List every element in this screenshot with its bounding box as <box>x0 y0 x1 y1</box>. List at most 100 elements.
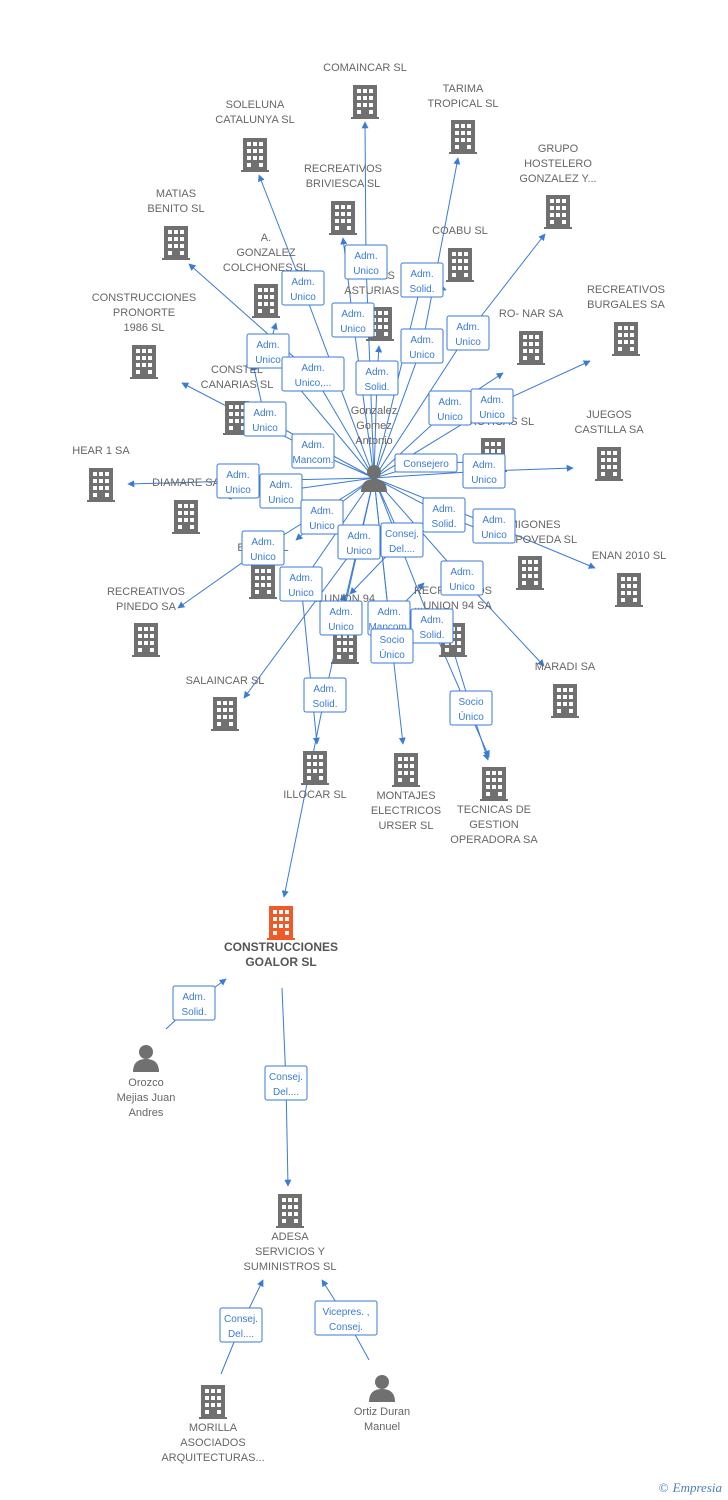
role-label-text: Adm. <box>472 460 495 471</box>
role-label[interactable]: Adm.Solid. <box>355 360 399 396</box>
role-label[interactable]: Adm.Solid. <box>172 985 216 1021</box>
role-label[interactable]: Adm.Unico <box>279 566 323 602</box>
company-node[interactable]: ADESA SERVICIOS Y SUMINISTROS SL <box>244 1194 337 1273</box>
role-label[interactable]: Adm.Unico <box>259 473 303 509</box>
role-label[interactable]: Adm.Unico <box>428 390 472 426</box>
company-node[interactable]: MORILLAASOCIADOSARQUITECTURAS... <box>161 1385 265 1464</box>
company-node[interactable]: COABU SL <box>432 225 488 282</box>
role-label-text: Adm. <box>420 615 443 626</box>
company-node[interactable]: RO- NAR SA <box>499 308 564 365</box>
role-label[interactable]: Adm.Unico <box>331 302 375 338</box>
node-label: SERVICIOS Y <box>255 1246 326 1258</box>
node-label: MORILLA <box>189 1422 238 1434</box>
role-label[interactable]: Adm.Unico <box>470 388 514 424</box>
node-label: ADESA <box>271 1231 309 1243</box>
role-label-text: Adm. <box>341 309 364 320</box>
role-label[interactable]: Adm.Solid. <box>400 262 444 298</box>
role-label[interactable]: Adm.Unico,... <box>281 356 345 392</box>
role-label[interactable]: Adm. Solid. <box>410 608 454 644</box>
role-label[interactable]: Consejero <box>394 453 458 473</box>
role-label-text: Socio <box>379 635 404 646</box>
role-label-text: Solid. <box>419 630 444 641</box>
role-label[interactable]: Adm.Unico <box>319 600 363 636</box>
role-label[interactable]: Adm.Mancom. <box>291 433 335 469</box>
role-label-box <box>259 473 303 509</box>
company-node[interactable]: COMAINCAR SL <box>323 62 407 119</box>
role-label[interactable]: Consej.Del.... <box>219 1307 263 1343</box>
role-label-text: Unico <box>252 423 278 434</box>
brand-logo: Empresia <box>672 1480 722 1495</box>
role-label-text: Unico <box>328 622 354 633</box>
role-label[interactable]: Vicepres. ,Consej. <box>314 1300 378 1336</box>
role-label[interactable]: Consej.Del.... <box>380 522 424 558</box>
node-label: HOSTELERO <box>524 158 592 170</box>
role-label-text: Adm. <box>310 506 333 517</box>
role-label[interactable]: Adm.Solid. <box>303 677 347 713</box>
node-label: JUEGOS <box>586 409 631 421</box>
node-label: TROPICAL SL <box>427 98 498 110</box>
role-label-text: Adm. <box>313 684 336 695</box>
role-label-text: Consej. <box>224 1314 258 1325</box>
role-label[interactable]: Adm.Solid. <box>422 497 466 533</box>
role-label[interactable]: Adm.Unico <box>281 270 325 306</box>
role-label-text: Unico <box>353 266 379 277</box>
role-label[interactable]: Consej.Del.... <box>264 1065 308 1101</box>
role-label-text: Socio <box>458 697 483 708</box>
role-label-text: Del.... <box>389 544 415 555</box>
company-node[interactable]: ILLOCAR SL <box>283 751 347 801</box>
node-label: SUMINISTROS SL <box>244 1261 337 1273</box>
role-label-box <box>172 985 216 1021</box>
role-label-box <box>337 524 381 560</box>
building-icon <box>449 120 477 154</box>
building-icon <box>241 138 269 172</box>
footer-brand[interactable]: ©Empresia <box>659 1480 722 1496</box>
role-label[interactable]: Adm.Unico <box>462 453 506 489</box>
role-label-box <box>314 1300 378 1336</box>
building-icon <box>162 226 190 260</box>
building-icon <box>612 322 640 356</box>
role-label-text: Unico <box>290 292 316 303</box>
company-node[interactable]: MARADI SA <box>535 661 596 718</box>
company-node[interactable]: ENAN 2010 SL <box>592 550 667 607</box>
role-label-text: Adm. <box>301 363 324 374</box>
role-label[interactable]: Adm.Unico <box>246 333 290 369</box>
role-label[interactable]: Adm.Unico <box>337 524 381 560</box>
role-label[interactable]: Adm.Unico <box>243 401 287 437</box>
node-label: Andres <box>129 1107 164 1119</box>
role-label-text: Mancom. <box>292 455 333 466</box>
company-node[interactable]: HEAR 1 SA <box>72 445 130 502</box>
company-node[interactable]: DIAMARE SA <box>152 477 221 534</box>
role-label[interactable]: Adm.Unico <box>216 463 260 499</box>
role-label-text: Solid. <box>409 284 434 295</box>
building-icon <box>551 684 579 718</box>
role-label-box <box>400 262 444 298</box>
role-label-text: Unico <box>409 350 435 361</box>
role-label[interactable]: Adm.Unico <box>472 508 516 544</box>
role-label[interactable]: Adm.Unico <box>440 560 484 596</box>
role-label[interactable]: Adm.Unico <box>300 499 344 535</box>
role-label[interactable]: Adm.Unico <box>241 530 285 566</box>
role-label[interactable]: Adm.Unico <box>446 315 490 351</box>
company-node[interactable]: SALAINCAR SL <box>186 675 265 731</box>
role-label[interactable]: Adm.Unico <box>400 328 444 364</box>
role-label[interactable]: Adm.Unico <box>344 244 388 280</box>
node-label: GONZALEZ Y... <box>519 173 596 185</box>
